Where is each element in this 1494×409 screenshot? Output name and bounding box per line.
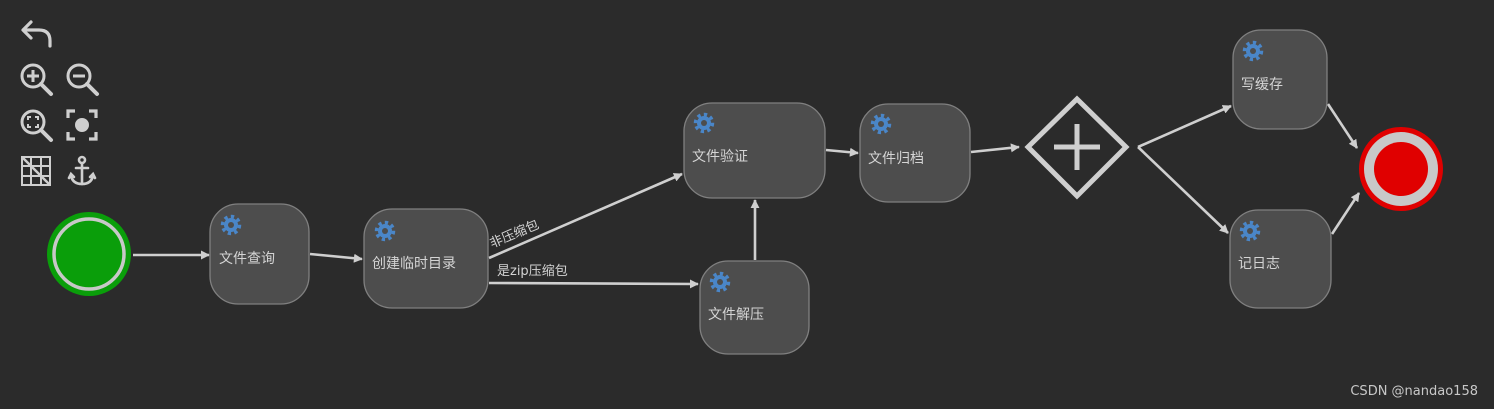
task-file-verify[interactable]: 文件验证 [683,102,826,199]
grid-icon[interactable] [17,152,55,190]
task-write-cache[interactable]: 写缓存 [1232,29,1328,130]
gear-icon [1242,40,1264,62]
start-event[interactable] [47,212,131,296]
task-label: 记日志 [1238,256,1280,272]
undo-icon[interactable] [17,14,55,52]
edge-create-to-verify[interactable] [488,172,683,260]
edge-verify-to-archive[interactable] [825,147,859,157]
gear-icon [709,271,731,293]
edge-gateway-to-cache[interactable] [1137,104,1232,149]
gear-icon [1239,220,1261,242]
task-create-temp-dir[interactable]: 创建临时目录 [363,208,489,309]
edge-create-to-unzip[interactable] [488,279,699,289]
gear-icon [870,113,892,135]
task-label: 文件验证 [692,149,748,165]
task-file-query[interactable]: 文件查询 [209,203,310,305]
zoom-in-icon[interactable] [17,60,55,98]
zoom-out-icon[interactable] [63,60,101,98]
task-label: 创建临时目录 [372,256,456,272]
task-label: 文件解压 [708,307,764,323]
task-write-log[interactable]: 记日志 [1229,209,1332,309]
end-event[interactable] [1359,127,1443,211]
center-icon[interactable] [63,106,101,144]
task-label: 文件归档 [868,150,924,167]
zoom-fit-icon[interactable] [17,106,55,144]
task-file-unzip[interactable]: 文件解压 [699,260,810,355]
edge-log-to-end[interactable] [1330,192,1361,235]
edge-archive-to-gateway[interactable] [970,143,1020,154]
gear-icon [374,220,396,242]
anchor-icon[interactable] [63,152,101,190]
task-label: 文件查询 [219,251,275,267]
task-file-archive[interactable]: 文件归档 [859,103,971,203]
watermark: CSDN @nandao158 [1350,384,1478,399]
edge-query-to-create[interactable] [309,252,363,263]
task-label: 写缓存 [1241,77,1283,93]
gear-icon [220,214,242,236]
edge-cache-to-end[interactable] [1326,103,1359,149]
edge-label-is-zip: 是zip压缩包 [497,263,568,279]
gear-icon [693,112,715,134]
parallel-gateway[interactable] [1024,95,1130,200]
edge-gateway-to-log[interactable] [1137,146,1229,234]
